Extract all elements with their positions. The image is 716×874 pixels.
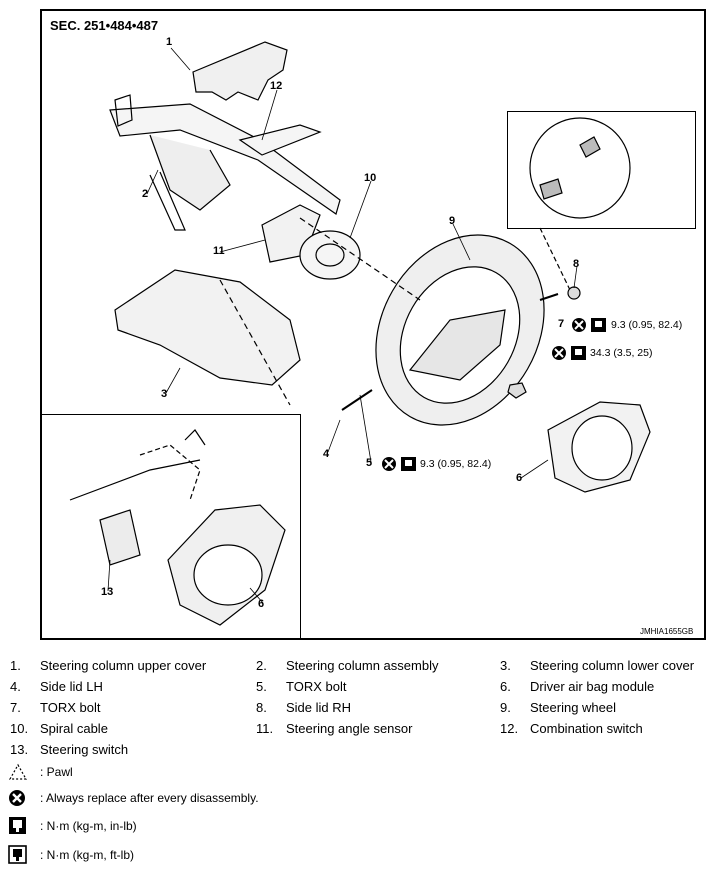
pawl-icon <box>8 763 28 780</box>
symbol-replace-label: : Always replace after every disassembly… <box>40 791 259 805</box>
callout-6-inset: 6 <box>258 598 265 610</box>
callout-5: 5 <box>366 457 373 469</box>
callout-13: 13 <box>101 586 114 598</box>
callout-1: 1 <box>166 36 173 48</box>
upper-cover-shape <box>192 41 288 101</box>
legend-item-13: 13.Steering switch <box>10 742 129 757</box>
legend-item-10: 10.Spiral cable <box>10 721 108 736</box>
legend-item-6: 6.Driver air bag module <box>500 679 655 694</box>
section-label: SEC. 251•484•487 <box>50 18 159 33</box>
callout-11: 11 <box>213 245 225 257</box>
legend-item-3: 3.Steering column lower cover <box>500 658 695 673</box>
callout-10: 10 <box>364 172 377 184</box>
torque-in-lb-icon <box>9 817 26 834</box>
spiral-cable-shape <box>299 230 361 280</box>
diagram-frame <box>40 9 706 640</box>
torque-ft-lb-icon <box>8 845 27 864</box>
callout-4: 4 <box>323 448 330 460</box>
symbol-torque-ft-lb-label: : N·m (kg-m, ft-lb) <box>40 848 134 862</box>
steering-switch-inset <box>42 414 301 638</box>
symbol-pawl-label: : Pawl <box>40 765 73 779</box>
replace-icon <box>9 790 25 806</box>
steering-column-shape <box>109 103 341 215</box>
callout-6: 6 <box>516 472 523 484</box>
torque-symbols <box>382 318 606 471</box>
symbol-torque-in-lb-label: : N·m (kg-m, in-lb) <box>40 819 137 833</box>
callout-9: 9 <box>449 215 456 227</box>
legend-item-12: 12.Combination switch <box>500 721 643 736</box>
legend-item-5: 5.TORX bolt <box>256 679 347 694</box>
callout-2: 2 <box>142 188 149 200</box>
legend-item-4: 4.Side lid LH <box>10 679 103 694</box>
callout-7: 7 <box>558 318 565 330</box>
callout-12: 12 <box>270 80 283 92</box>
torque-bolt-7: 9.3 (0.95, 82.4) <box>611 319 683 331</box>
callout-8: 8 <box>573 258 580 270</box>
legend-item-2: 2.Steering column assembly <box>256 658 439 673</box>
legend-item-9: 9.Steering wheel <box>500 700 616 715</box>
exploded-view-drawing <box>69 41 651 626</box>
legend-item-8: 8.Side lid RH <box>256 700 352 715</box>
legend-item-1: 1.Steering column upper cover <box>10 658 207 673</box>
torque-bolt-5: 9.3 (0.95, 82.4) <box>420 458 492 470</box>
callout-3: 3 <box>161 388 168 400</box>
legend-item-11: 11.Steering angle sensor <box>256 721 413 736</box>
lower-cover-shape <box>114 269 301 386</box>
legend-item-7: 7.TORX bolt <box>10 700 101 715</box>
torque-nut: 34.3 (3.5, 25) <box>590 347 653 359</box>
image-code: JMHIA1655GB <box>640 627 694 636</box>
combination-switch-shape <box>238 124 322 156</box>
